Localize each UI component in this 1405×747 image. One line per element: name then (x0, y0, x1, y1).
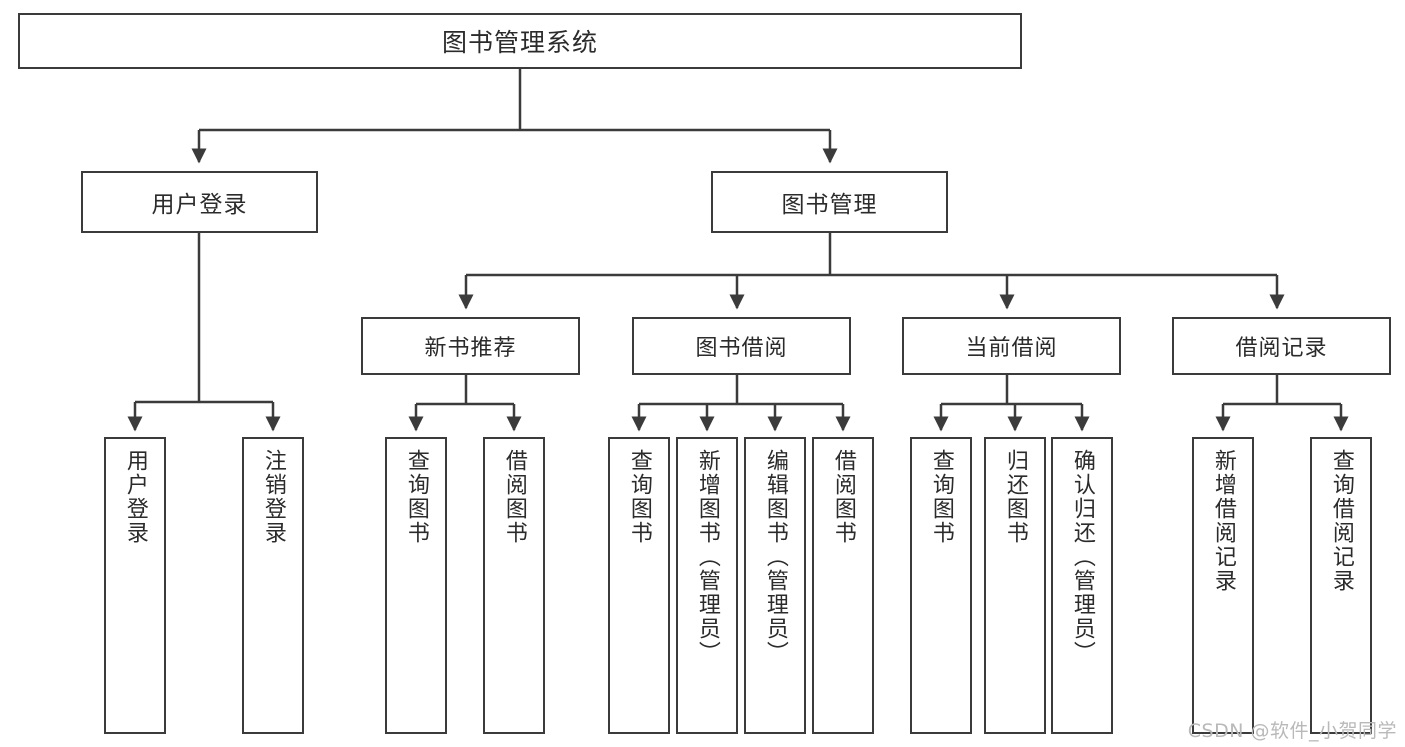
leaf-return-book[interactable]: 归还图书 (984, 437, 1046, 734)
node-book-borrow[interactable]: 图书借阅 (632, 317, 851, 375)
node-root-label: 图书管理系统 (441, 28, 598, 57)
leaf-edit-book-admin[interactable]: 编辑图书（管理员） (744, 437, 806, 734)
node-root[interactable]: 图书管理系统 (18, 13, 1022, 69)
node-book-borrow-label: 图书借阅 (695, 336, 788, 361)
leaf-query-book-recommend-label: 查询图书 (403, 449, 429, 545)
leaf-query-book-borrow[interactable]: 查询图书 (608, 437, 670, 734)
leaf-borrow-book-recommend-label: 借阅图书 (501, 449, 527, 545)
leaf-borrow-book-recommend[interactable]: 借阅图书 (483, 437, 545, 734)
leaf-add-borrow-record[interactable]: 新增借阅记录 (1192, 437, 1254, 734)
leaf-add-book-admin[interactable]: 新增图书（管理员） (676, 437, 738, 734)
leaf-add-book-admin-label: 新增图书（管理员） (694, 449, 720, 665)
node-borrow-record-label: 借阅记录 (1235, 336, 1328, 361)
leaf-borrow-book[interactable]: 借阅图书 (812, 437, 874, 734)
leaf-logout[interactable]: 注销登录 (242, 437, 304, 734)
node-user-login[interactable]: 用户登录 (81, 171, 318, 233)
leaf-add-borrow-record-label: 新增借阅记录 (1210, 449, 1236, 593)
leaf-borrow-book-label: 借阅图书 (830, 449, 856, 545)
node-borrow-record[interactable]: 借阅记录 (1172, 317, 1391, 375)
node-book-management-label: 图书管理 (781, 192, 878, 218)
leaf-query-borrow-record-label: 查询借阅记录 (1328, 449, 1354, 593)
node-book-management[interactable]: 图书管理 (711, 171, 948, 233)
node-new-book-recommend-label: 新书推荐 (424, 336, 517, 361)
leaf-query-book-borrow-label: 查询图书 (626, 449, 652, 545)
leaf-confirm-return-admin[interactable]: 确认归还（管理员） (1051, 437, 1113, 734)
leaf-query-book-current[interactable]: 查询图书 (910, 437, 972, 734)
leaf-logout-label: 注销登录 (260, 449, 286, 545)
leaf-query-book-recommend[interactable]: 查询图书 (385, 437, 447, 734)
leaf-user-login-label: 用户登录 (122, 449, 148, 545)
leaf-query-borrow-record[interactable]: 查询借阅记录 (1310, 437, 1372, 734)
node-new-book-recommend[interactable]: 新书推荐 (361, 317, 580, 375)
leaf-confirm-return-admin-label: 确认归还（管理员） (1069, 449, 1095, 665)
leaf-user-login[interactable]: 用户登录 (104, 437, 166, 734)
node-current-borrow-label: 当前借阅 (965, 336, 1058, 361)
node-current-borrow[interactable]: 当前借阅 (902, 317, 1121, 375)
leaf-edit-book-admin-label: 编辑图书（管理员） (762, 449, 788, 665)
leaf-query-book-current-label: 查询图书 (928, 449, 954, 545)
csdn-watermark: CSDN @软件_小贺同学 (1187, 720, 1397, 742)
node-user-login-label: 用户登录 (151, 192, 248, 218)
leaf-return-book-label: 归还图书 (1002, 449, 1028, 545)
